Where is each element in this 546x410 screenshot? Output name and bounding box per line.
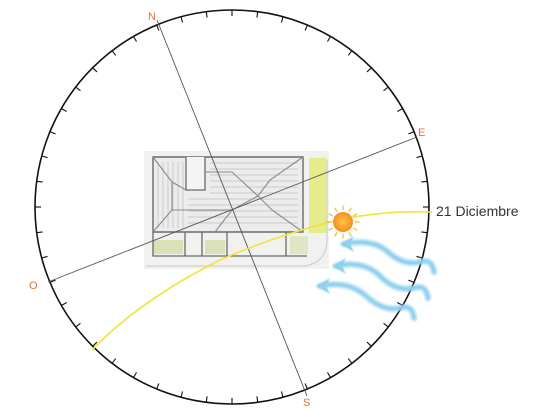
plan-green-patch-3 xyxy=(290,236,308,254)
compass-tick xyxy=(408,279,415,283)
compass-tick xyxy=(366,67,372,73)
sun-ray xyxy=(348,207,352,212)
compass-tick xyxy=(36,231,43,234)
compass-tick xyxy=(111,358,117,364)
compass-tick xyxy=(205,396,208,403)
compass-tick xyxy=(421,180,428,183)
sun-ray xyxy=(328,227,333,231)
compass-tick xyxy=(36,180,43,183)
compass-tick xyxy=(41,255,48,259)
compass-tick xyxy=(256,396,259,403)
compass-label-north: N xyxy=(148,11,156,23)
compass-tick xyxy=(156,24,160,31)
compass-tick xyxy=(280,16,284,23)
compass-tick xyxy=(92,341,98,347)
wind-arrow-head xyxy=(316,278,330,294)
compass-tick xyxy=(347,50,353,56)
compass-tick xyxy=(156,383,160,390)
sun-path-date-label: 21 Diciembre xyxy=(436,203,519,219)
compass-tick xyxy=(366,341,372,347)
sun-ray xyxy=(334,232,338,237)
compass-tick xyxy=(133,36,137,42)
compass-tick xyxy=(111,50,117,56)
sun-icon xyxy=(326,205,360,239)
compass-tick xyxy=(347,358,353,364)
building-plan xyxy=(144,151,329,269)
compass-tick xyxy=(41,155,48,159)
compass-tick xyxy=(205,11,208,18)
compass-tick xyxy=(75,86,81,92)
compass-tick xyxy=(180,16,184,23)
compass-label-south: S xyxy=(303,397,310,409)
plan-green-patch-1 xyxy=(153,240,183,254)
compass-tick xyxy=(133,372,137,378)
compass-tick xyxy=(327,36,331,42)
east-west-axis xyxy=(47,136,418,283)
plan-outline xyxy=(152,156,304,233)
compass-tick xyxy=(304,383,308,390)
plan-notch xyxy=(185,157,206,191)
sun-path-curve xyxy=(91,210,433,351)
plan-lower-wall xyxy=(152,232,307,257)
sun-ray xyxy=(334,207,338,212)
compass-tick xyxy=(49,131,56,135)
compass-tick xyxy=(61,302,67,306)
sun-ray xyxy=(328,213,333,217)
sun-ray xyxy=(353,213,358,217)
compass-tick xyxy=(397,108,403,112)
plan-curved-path xyxy=(146,160,328,267)
compass-label-west: O xyxy=(29,280,38,292)
compass-tick xyxy=(49,279,56,283)
wind-arrows-icon xyxy=(316,236,438,322)
compass-tick xyxy=(61,108,67,112)
sun-ray xyxy=(353,227,358,231)
compass-tick xyxy=(421,231,428,234)
compass-tick xyxy=(304,24,308,31)
wind-wave-line xyxy=(334,263,430,300)
wind-wave-line xyxy=(318,283,416,320)
wind-wave-line xyxy=(342,241,436,274)
compass-ticks xyxy=(35,10,429,404)
compass-tick xyxy=(180,391,184,398)
north-south-axis xyxy=(156,19,308,397)
compass-tick xyxy=(256,11,259,18)
wind-arrow-head xyxy=(332,258,346,274)
compass-tick xyxy=(75,322,81,328)
compass-tick xyxy=(416,155,423,159)
compass-tick xyxy=(383,86,389,92)
compass-tick xyxy=(92,67,98,73)
roof-hatching xyxy=(157,162,298,228)
wind-arrow-head xyxy=(340,236,354,252)
compass-tick xyxy=(327,372,331,378)
compass-label-east: E xyxy=(418,127,425,139)
compass-tick xyxy=(280,391,284,398)
sun-ray xyxy=(348,232,352,237)
compass-tick xyxy=(408,131,415,135)
compass-tick xyxy=(383,322,389,328)
plan-green-patch-2 xyxy=(205,240,225,254)
plan-courtyard-highlight xyxy=(309,158,327,233)
